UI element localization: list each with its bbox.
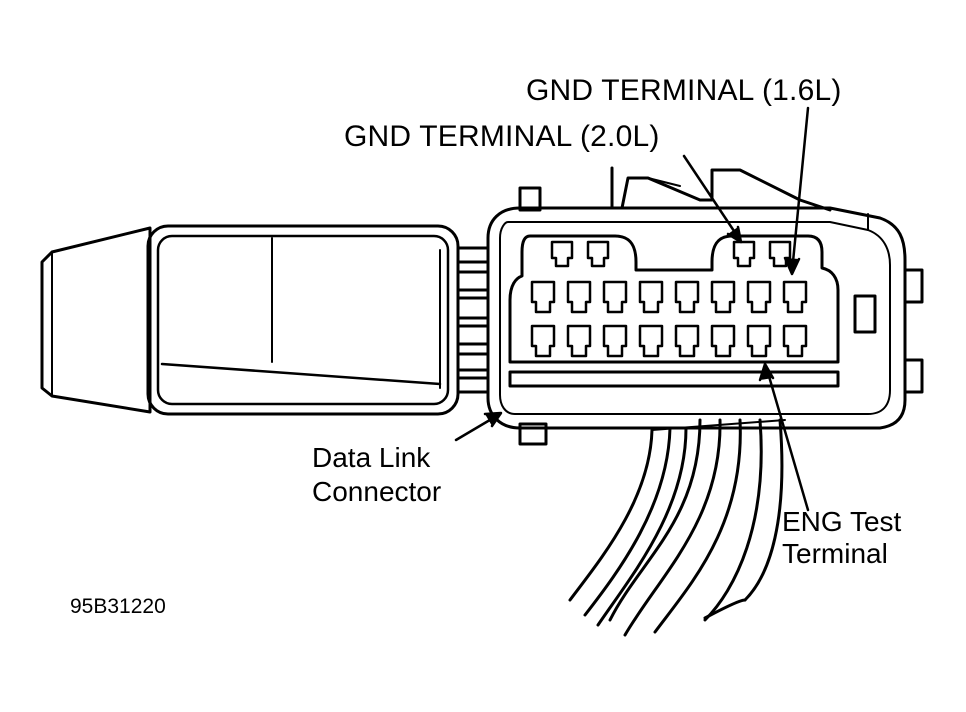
pin	[602, 280, 628, 314]
arrow-eng	[764, 364, 810, 512]
pin	[710, 280, 736, 314]
pin	[550, 240, 574, 268]
terminal-pins	[530, 240, 808, 358]
connector-body	[486, 166, 924, 446]
pin	[746, 280, 772, 314]
leader-lines	[454, 106, 810, 512]
pin	[530, 280, 556, 314]
pin	[746, 324, 772, 358]
pin	[602, 324, 628, 358]
pin	[566, 280, 592, 314]
arrow-gnd-20	[682, 154, 742, 242]
pin	[530, 324, 556, 358]
pin	[782, 324, 808, 358]
label-eng-test: ENG Test	[782, 506, 902, 537]
pin	[566, 324, 592, 358]
label-connector: Connector	[312, 476, 442, 507]
label-gnd-terminal-2-0l: GND TERMINAL (2.0L)	[344, 120, 660, 153]
label-gnd-terminal-1-6l: GND TERMINAL (1.6L)	[526, 74, 842, 107]
connector-boot	[40, 224, 460, 416]
latch-fingers	[456, 246, 490, 394]
pin	[732, 240, 756, 268]
label-terminal: Terminal	[782, 538, 888, 569]
pin	[674, 280, 700, 314]
wire-harness	[568, 418, 786, 637]
pin	[782, 280, 808, 314]
pin	[768, 240, 792, 268]
terminal-cavity	[508, 234, 840, 388]
pin	[710, 324, 736, 358]
figure-code: 95B31220	[70, 595, 166, 618]
arrow-gnd-16	[790, 106, 810, 274]
pin	[586, 240, 610, 268]
label-data-link: Data Link	[312, 442, 431, 473]
pin	[674, 324, 700, 358]
pin	[638, 324, 664, 358]
pin	[638, 280, 664, 314]
